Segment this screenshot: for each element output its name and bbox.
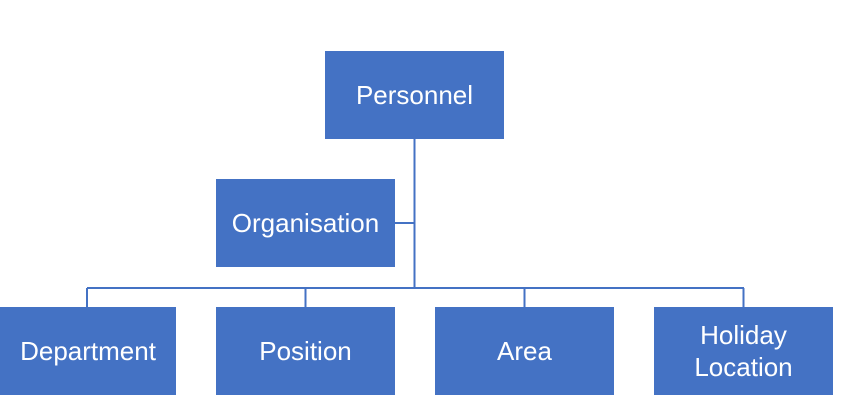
node-area-label: Area xyxy=(497,335,552,366)
node-position: Position xyxy=(216,307,395,395)
node-department: Department xyxy=(0,307,176,395)
node-holiday-location-label: Holiday Location xyxy=(694,319,793,383)
node-organisation: Organisation xyxy=(216,179,395,267)
node-holiday-location: Holiday Location xyxy=(654,307,833,395)
node-personnel: Personnel xyxy=(325,51,504,139)
node-department-label: Department xyxy=(20,335,156,366)
node-organisation-label: Organisation xyxy=(231,207,380,238)
node-personnel-label: Personnel xyxy=(355,79,474,110)
node-position-label: Position xyxy=(259,335,352,366)
node-area: Area xyxy=(435,307,614,395)
